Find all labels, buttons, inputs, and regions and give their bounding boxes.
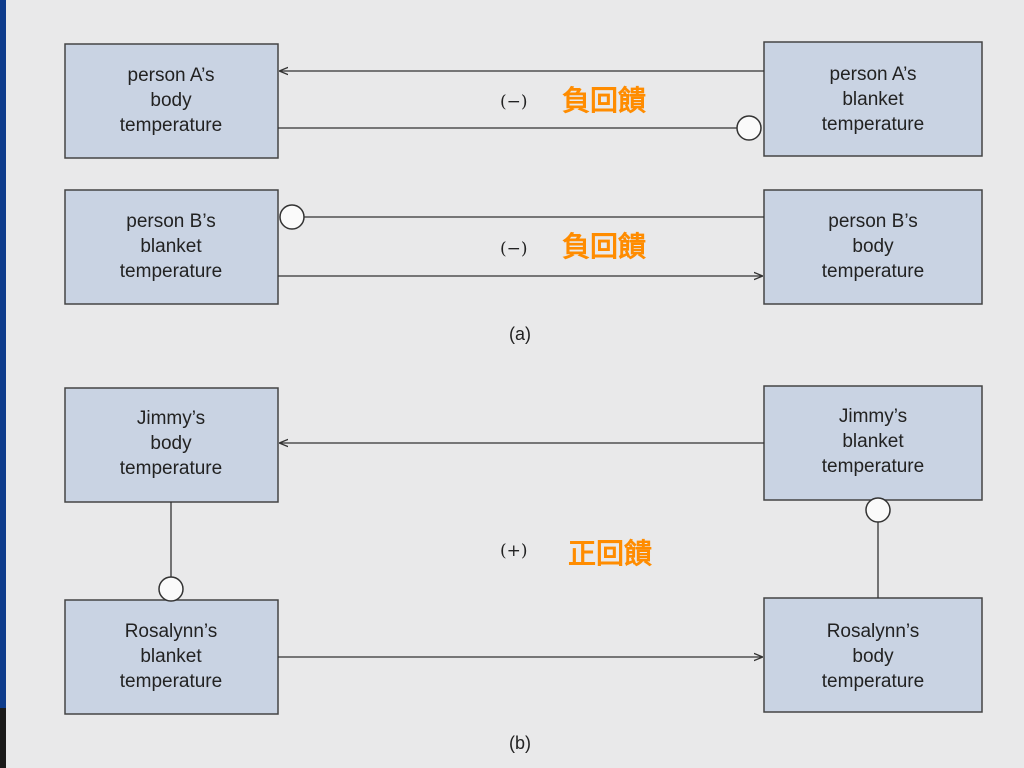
inverse-link-circle	[736, 115, 762, 141]
box-line: person B’s	[126, 211, 215, 232]
box-line: Rosalynn’s	[827, 621, 920, 642]
box-line: person A’s	[128, 65, 215, 86]
inverse-link-circle	[158, 576, 184, 602]
box-line: blanket	[842, 431, 904, 452]
box-line: blanket	[842, 89, 904, 110]
box-line: body	[150, 90, 192, 111]
box-line: blanket	[140, 646, 202, 667]
box-line: body	[150, 433, 192, 454]
inverse-link-circle	[279, 204, 305, 230]
box-jimmy-blanket-temperature: Jimmy’s blanket temperature	[763, 385, 983, 501]
box-line: Jimmy’s	[839, 406, 907, 427]
label-negative-feedback: 負回饋	[562, 84, 646, 117]
box-line: temperature	[822, 114, 924, 135]
box-line: temperature	[120, 115, 222, 136]
box-person-a-body-temperature: person A’s body temperature	[64, 43, 279, 159]
inverse-link-circle	[865, 497, 891, 523]
box-line: body	[852, 236, 894, 257]
box-line: temperature	[822, 261, 924, 282]
sign-negative: (−)	[500, 239, 528, 259]
box-line: blanket	[140, 236, 202, 257]
box-line: Rosalynn’s	[125, 621, 218, 642]
box-line: body	[852, 646, 894, 667]
caption-b: (b)	[509, 733, 531, 753]
caption-a: (a)	[509, 324, 531, 344]
box-line: temperature	[120, 458, 222, 479]
box-person-a-blanket-temperature: person A’s blanket temperature	[763, 41, 983, 157]
box-line: temperature	[120, 671, 222, 692]
box-line: Jimmy’s	[137, 408, 205, 429]
label-negative-feedback: 負回饋	[562, 230, 646, 263]
left-edge-bar	[0, 0, 6, 768]
label-positive-feedback: 正回饋	[568, 537, 652, 570]
box-person-b-body-temperature: person B’s body temperature	[763, 189, 983, 305]
box-rosalynn-blanket-temperature: Rosalynn’s blanket temperature	[64, 599, 279, 715]
box-line: person A’s	[830, 64, 917, 85]
sign-negative: (−)	[500, 92, 528, 112]
box-line: temperature	[822, 671, 924, 692]
box-line: person B’s	[828, 211, 917, 232]
box-line: temperature	[822, 456, 924, 477]
sign-positive: (+)	[500, 541, 528, 561]
box-line: temperature	[120, 261, 222, 282]
left-bottom-strip	[0, 708, 6, 768]
box-rosalynn-body-temperature: Rosalynn’s body temperature	[763, 597, 983, 713]
box-person-b-blanket-temperature: person B’s blanket temperature	[64, 189, 279, 305]
box-jimmy-body-temperature: Jimmy’s body temperature	[64, 387, 279, 503]
